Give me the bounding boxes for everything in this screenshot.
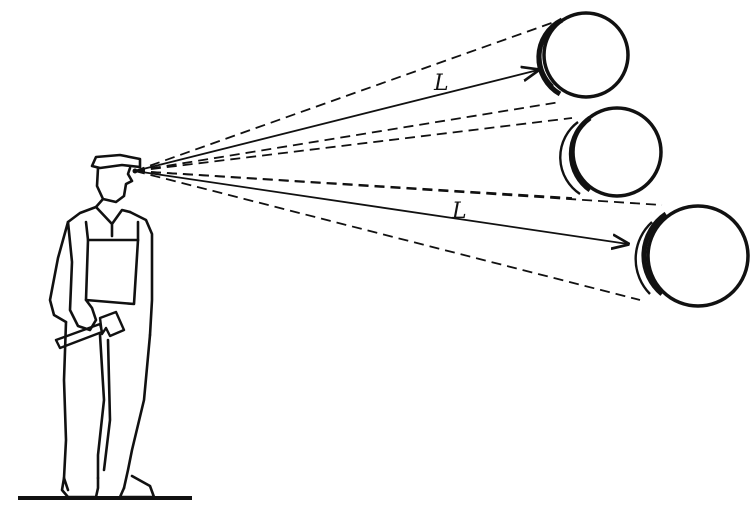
worker-right-boot bbox=[118, 474, 156, 499]
lower-disc-rim-outer bbox=[634, 221, 653, 295]
sight-line-upper-top bbox=[134, 19, 561, 172]
distance-arrow-upper bbox=[134, 70, 538, 172]
sight-line-lower-top bbox=[134, 170, 663, 206]
middle-disc-rim bbox=[568, 115, 592, 193]
worker-left-boot bbox=[60, 476, 100, 499]
observer-worker bbox=[48, 153, 156, 499]
worker-legs bbox=[62, 320, 152, 492]
upper-disc-rim-outer bbox=[539, 27, 554, 87]
sight-line-lower-bottom bbox=[134, 170, 641, 301]
worker-cap bbox=[90, 153, 142, 170]
upper-disc-face bbox=[542, 11, 630, 99]
observer-eye-point bbox=[132, 168, 138, 174]
wrench-head bbox=[98, 310, 126, 338]
upper-target-disc bbox=[536, 11, 630, 99]
sight-line-upper-bottom bbox=[134, 101, 561, 172]
sight-lines bbox=[134, 19, 663, 301]
worker-collar bbox=[94, 197, 132, 238]
distance-label-lower: L bbox=[451, 199, 467, 224]
sight-line-middle-top bbox=[134, 117, 573, 172]
lower-disc-face bbox=[646, 204, 750, 308]
distance-label-upper: L bbox=[433, 71, 449, 96]
worker-torso bbox=[48, 205, 154, 337]
wrench-tool bbox=[54, 310, 126, 350]
distance-arrows bbox=[134, 70, 628, 244]
middle-disc-rim-outer bbox=[559, 121, 581, 196]
upper-disc-rim bbox=[536, 17, 564, 97]
middle-target-disc bbox=[559, 106, 663, 198]
worker-arm bbox=[66, 220, 98, 332]
lower-target-disc bbox=[634, 204, 750, 308]
distance-arrow-lower bbox=[134, 170, 628, 244]
worker-head bbox=[95, 166, 134, 204]
lower-disc-rim bbox=[641, 211, 668, 296]
worker-bib bbox=[84, 238, 140, 306]
